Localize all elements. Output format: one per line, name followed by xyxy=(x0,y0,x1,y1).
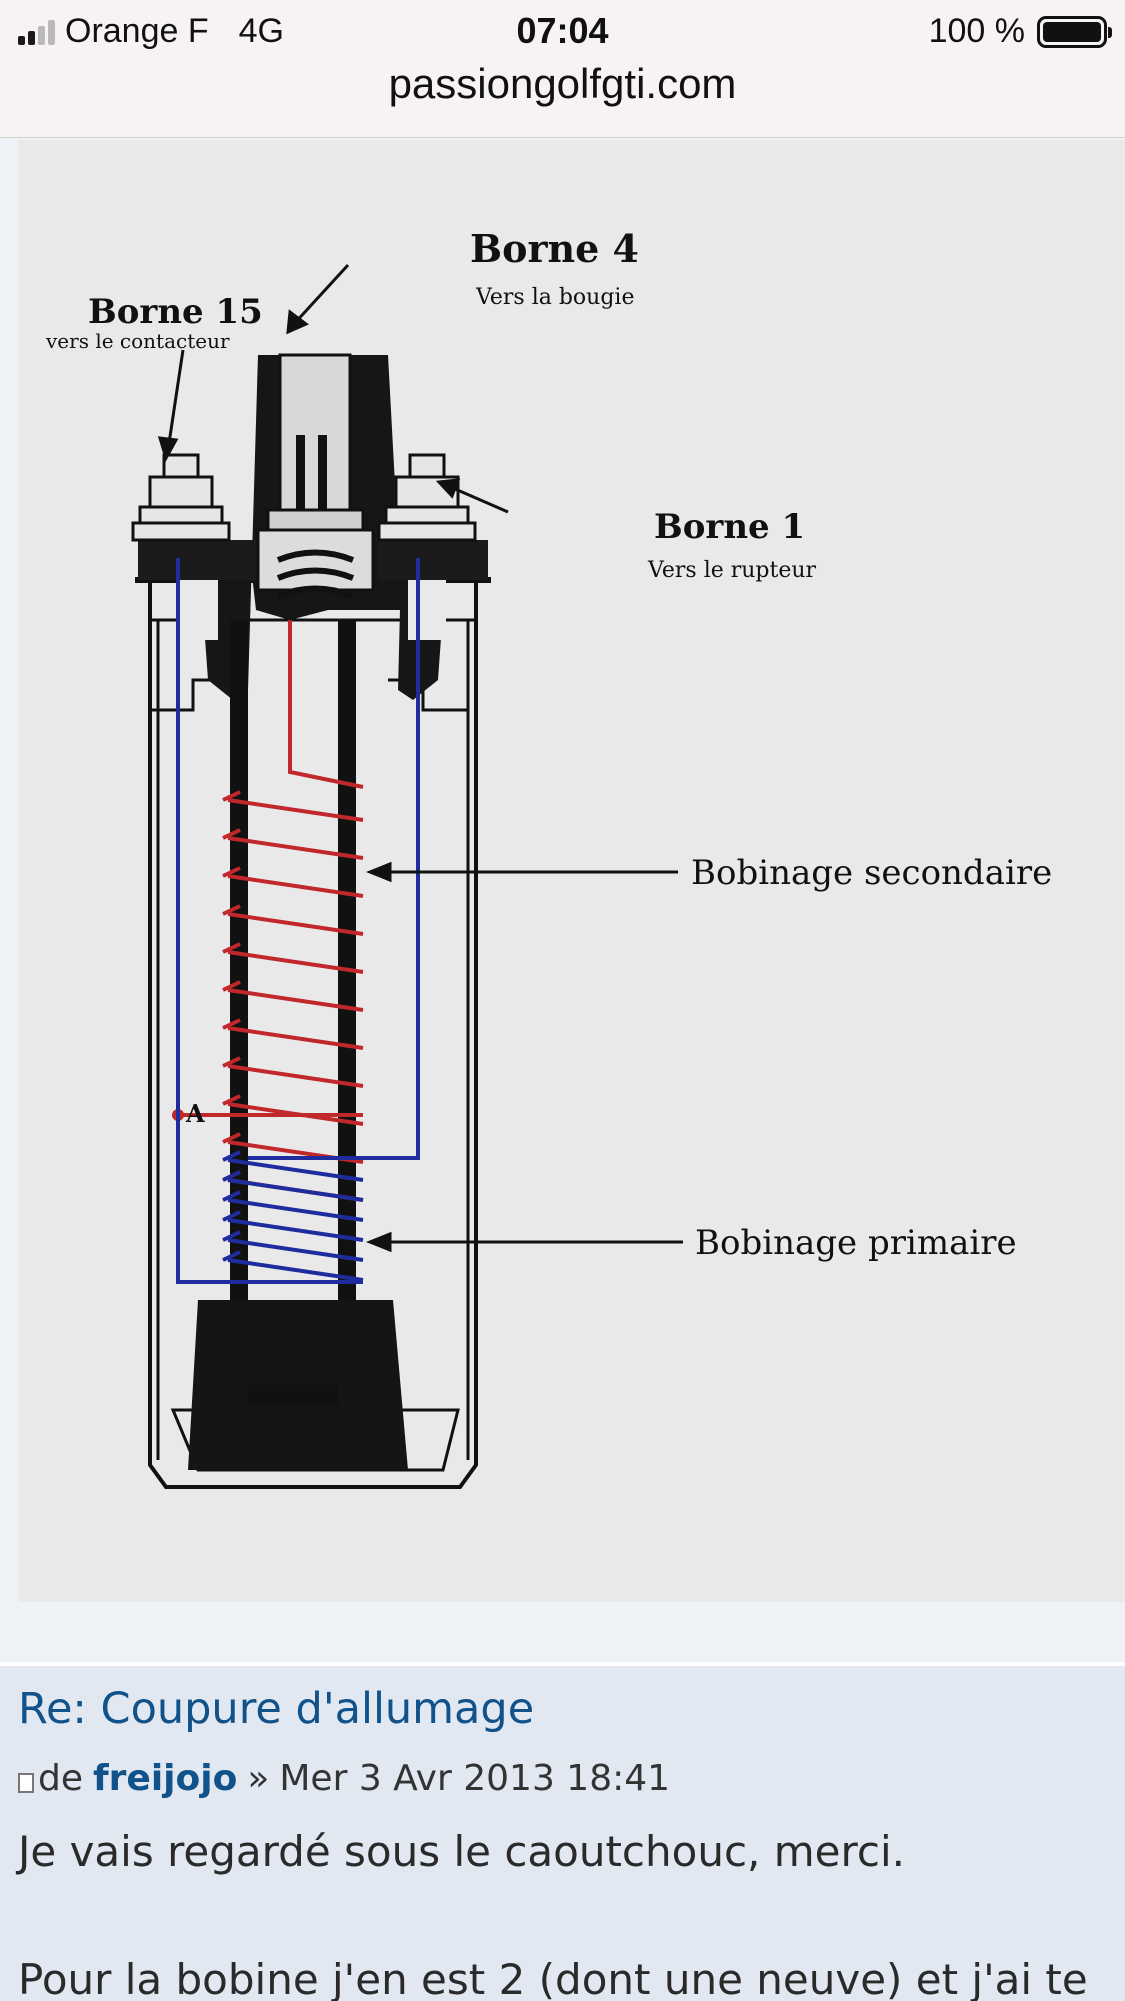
post-body-line-2: Pour la bobine j'en est 2 (dont une neuv… xyxy=(18,1955,1088,2001)
label-secondary-winding: Bobinage secondaire xyxy=(691,853,1052,893)
browser-top-bar: Orange F 4G 07:04 100 % passiongolfgti.c… xyxy=(0,0,1125,138)
status-battery: 100 % xyxy=(928,12,1112,51)
post-date: Mer 3 Avr 2013 18:41 xyxy=(279,1758,671,1799)
network-type: 4G xyxy=(238,12,284,50)
post-meta-separator: » xyxy=(247,1758,270,1799)
carrier-name: Orange F xyxy=(65,12,209,50)
secondary-winding xyxy=(178,620,364,1202)
leader-arrows xyxy=(157,263,683,1253)
battery-icon xyxy=(1037,15,1112,48)
post-meta-prefix: de xyxy=(38,1758,83,1799)
label-borne-1: Borne 1 xyxy=(654,507,805,547)
terminal-15-nut xyxy=(131,453,231,542)
post-body: Je vais regardé sous le caoutchouc, merc… xyxy=(18,1826,1088,2001)
url-bar[interactable]: passiongolfgti.com xyxy=(388,60,737,107)
post-meta: de freijojo » Mer 3 Avr 2013 18:41 xyxy=(18,1758,670,1799)
battery-percent: 100 % xyxy=(928,12,1025,50)
ignition-coil-diagram: Borne 4 Vers la bougie Borne 15 vers le … xyxy=(18,140,1125,1602)
status-carrier: Orange F 4G xyxy=(18,12,284,51)
label-borne-4: Borne 4 xyxy=(470,226,639,271)
label-borne-15-sub: vers le contacteur xyxy=(45,329,230,353)
post-body-line-1: Je vais regardé sous le caoutchouc, merc… xyxy=(18,1827,905,1876)
label-point-a: A xyxy=(185,1099,205,1128)
label-primary-winding: Bobinage primaire xyxy=(695,1223,1017,1263)
label-borne-15: Borne 15 xyxy=(88,292,263,332)
label-borne-4-sub: Vers la bougie xyxy=(475,285,634,310)
primary-winding xyxy=(176,558,420,1284)
forum-post: Re: Coupure d'allumage de freijojo » Mer… xyxy=(0,1662,1125,2001)
post-document-icon[interactable] xyxy=(18,1772,34,1793)
signal-strength-icon xyxy=(18,19,55,45)
post-author-link[interactable]: freijojo xyxy=(93,1758,238,1799)
coil-core xyxy=(188,620,408,1470)
label-borne-1-sub: Vers le rupteur xyxy=(647,558,817,583)
post-title[interactable]: Re: Coupure d'allumage xyxy=(18,1684,535,1734)
diagram-svg: Borne 4 Vers la bougie Borne 15 vers le … xyxy=(18,140,1125,1602)
